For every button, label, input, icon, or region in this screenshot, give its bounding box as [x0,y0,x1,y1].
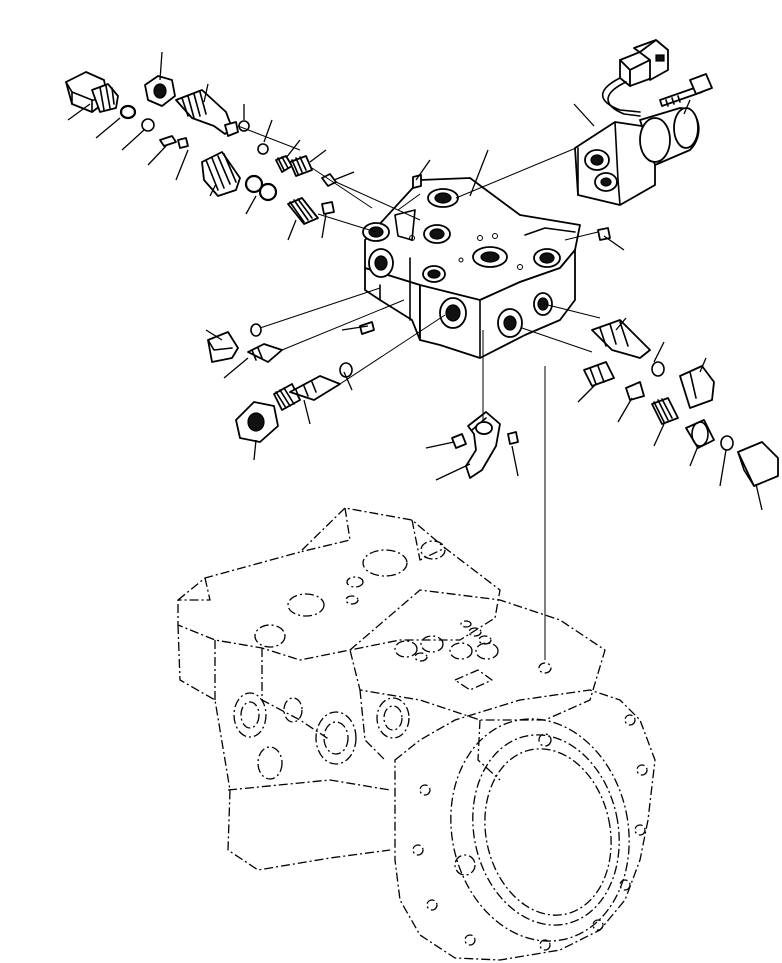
spring [201,151,679,425]
o-ring [119,104,734,451]
plug [207,173,779,487]
callout-leaders [67,51,763,511]
pump-housing [177,507,656,961]
bracket [451,411,519,479]
adjusting-screw [159,89,239,149]
mounting-bolt [659,73,713,107]
assembly-lines [237,125,601,660]
solenoid-connector [601,39,669,117]
valve-body [362,177,581,359]
solenoid-valve [574,107,700,206]
spool [247,319,651,401]
relief-plug [65,71,119,113]
locknut [144,75,279,443]
